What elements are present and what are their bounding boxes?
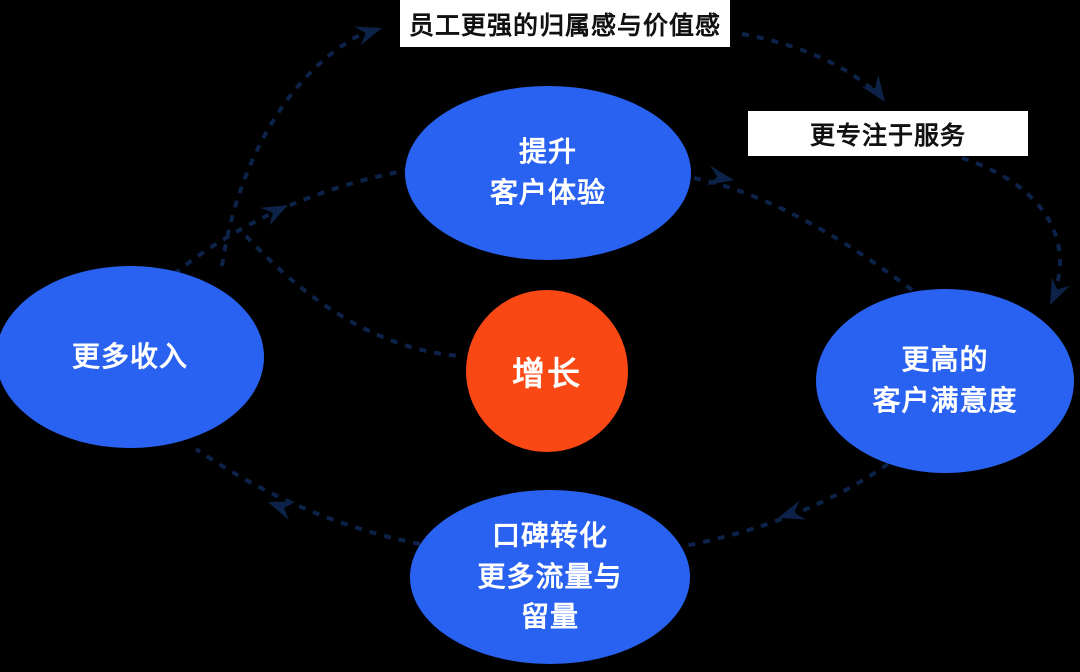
- node-customer-experience: 提升 客户体验: [405, 86, 691, 260]
- node-customer-satisfaction-label: 更高的 客户满意度: [872, 344, 1018, 416]
- node-growth-center: 增长: [466, 290, 628, 452]
- flow-arc-left-to-top-label: [220, 29, 369, 267]
- flow-arc-experience-to-satisfaction: [693, 176, 914, 292]
- flow-arc-revenue-to-experience: [172, 168, 409, 276]
- annotation-service-focus: 更专注于服务: [748, 111, 1028, 156]
- arrowhead-icon: [354, 26, 382, 46]
- node-word-of-mouth-label: 口碑转化 更多流量与 留量: [477, 520, 623, 633]
- annotation-service-focus-text: 更专注于服务: [809, 121, 966, 150]
- flow-arc-into-growth: [244, 234, 462, 358]
- flow-arc-top-label-to-right-label: [741, 32, 882, 98]
- flow-arc-right-label-to-satisfaction: [961, 156, 1062, 301]
- arrowhead-icon: [861, 74, 885, 102]
- node-more-revenue: 更多收入: [0, 266, 264, 448]
- node-word-of-mouth: 口碑转化 更多流量与 留量: [410, 490, 690, 664]
- arrowhead-icon: [778, 500, 806, 520]
- annotation-employee-belonging-text: 员工更强的归属感与价值感: [408, 11, 721, 40]
- arrowhead-icon: [1050, 277, 1071, 305]
- node-customer-experience-label: 提升 客户体验: [489, 136, 606, 208]
- arrowhead-icon: [268, 501, 296, 521]
- node-more-revenue-label: 更多收入: [71, 340, 188, 372]
- node-growth-center-label: 增长: [512, 355, 582, 392]
- flow-arc-satisfaction-to-wordofmouth: [673, 462, 890, 550]
- annotation-employee-belonging: 员工更强的归属感与价值感: [400, 0, 730, 47]
- node-customer-satisfaction: 更高的 客户满意度: [816, 289, 1074, 473]
- arrowhead-icon: [260, 205, 288, 226]
- flow-arc-wordofmouth-to-revenue: [194, 447, 421, 546]
- arrowhead-icon: [706, 165, 734, 186]
